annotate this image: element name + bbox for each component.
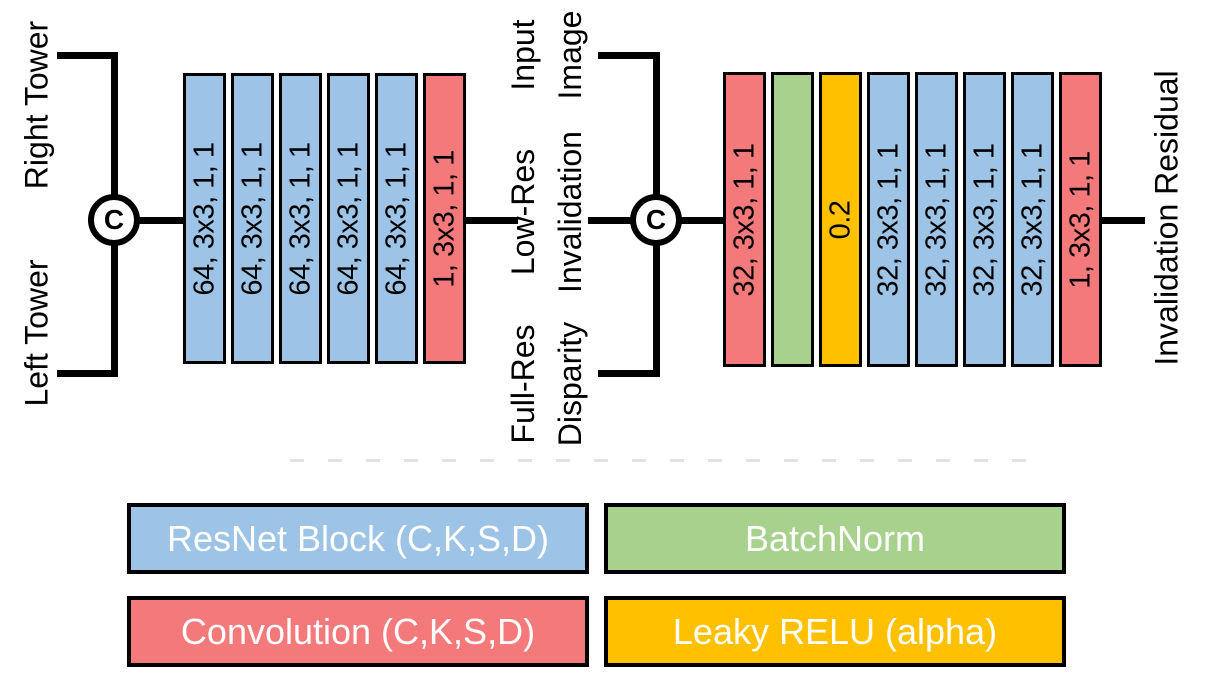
invalidation-residual-label: Invalidation Residual [1148,70,1185,366]
left-bracket-bottom-line [57,370,118,377]
legend-convolution-label: Convolution (C,K,S,D) [180,610,536,652]
full-res-disparity-label: Full-Res Disparity [505,321,588,447]
right-tower-label: Right Tower [18,20,55,190]
layer-bar-leakyrelu: 0.2 [819,72,862,367]
left-bracket-top-line [57,52,118,59]
layer-bar-resnet: 32, 3x3, 1, 1 [963,72,1006,367]
right-bracket-top-line [598,52,660,59]
layer-bar-batchnorm [771,72,814,367]
legend-leaky-relu-label: Leaky RELU (alpha) [672,610,998,652]
faint-artifact-line [290,459,1035,462]
legend-batchnorm: BatchNorm [604,503,1066,574]
low-res-invalidation-label: Low-Res Invalidation [505,131,588,293]
legend-resnet-label: ResNet Block (C,K,S,D) [166,517,550,559]
layer-bar-convolution: 32, 3x3, 1, 1 [723,72,766,367]
concat1-to-stack1-line [138,217,185,224]
layer-bar-resnet: 64, 3x3, 1, 1 [279,73,322,364]
layer-bar-resnet: 64, 3x3, 1, 1 [327,73,370,364]
legend-batchnorm-label: BatchNorm [744,517,926,559]
legend-convolution: Convolution (C,K,S,D) [127,596,589,667]
concat2-to-stack2-line [680,217,727,224]
concat-node-left: C [88,194,140,246]
legend-leaky-relu: Leaky RELU (alpha) [604,596,1066,667]
legend-resnet-block: ResNet Block (C,K,S,D) [127,503,589,574]
left-layer-stack: 64, 3x3, 1, 1 64, 3x3, 1, 1 64, 3x3, 1, … [183,73,466,364]
layer-bar-resnet: 32, 3x3, 1, 1 [1011,72,1054,367]
stack1-output-line [464,217,518,224]
middle-to-concat2-line [588,217,632,224]
left-tower-label: Left Tower [18,259,55,407]
layer-bar-resnet: 64, 3x3, 1, 1 [231,73,274,364]
layer-bar-resnet: 32, 3x3, 1, 1 [867,72,910,367]
layer-bar-resnet: 64, 3x3, 1, 1 [375,73,418,364]
stack2-output-line [1101,217,1145,224]
input-image-label: Input Image [505,10,588,100]
concat-letter: C [103,204,125,235]
right-layer-stack: 32, 3x3, 1, 1 0.2 32, 3x3, 1, 1 32, 3x3,… [723,72,1102,367]
right-bracket-bottom-line [598,370,660,377]
concat-node-right: C [630,194,682,246]
layer-bar-resnet: 32, 3x3, 1, 1 [915,72,958,367]
layer-bar-convolution: 1, 3x3, 1, 1 [423,73,466,364]
layer-bar-convolution: 1, 3x3, 1, 1 [1059,72,1102,367]
layer-bar-resnet: 64, 3x3, 1, 1 [183,73,226,364]
concat-letter: C [645,204,667,235]
